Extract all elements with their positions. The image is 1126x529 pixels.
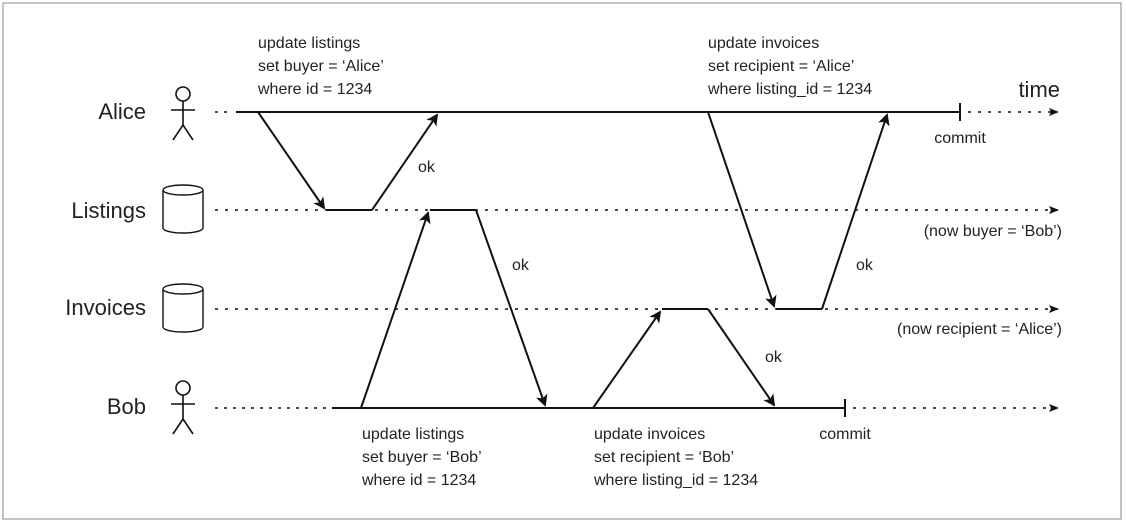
arrow-alice-to-invoices	[707, 111, 777, 308]
note-line: where id = 1234	[361, 472, 476, 489]
ok-label-invoices-alice: ok	[856, 257, 874, 274]
timeline-alice	[215, 103, 1059, 121]
arrow-listings-ok-bob	[475, 209, 548, 407]
person-icon-bob	[171, 380, 195, 435]
note-line: set buyer = ‘Alice’	[258, 58, 384, 75]
lane-label-listings: Listings	[71, 198, 146, 223]
note-line: where listing_id = 1234	[593, 472, 758, 489]
commit-label-bob: commit	[819, 426, 871, 443]
database-icon-invoices	[162, 283, 204, 333]
arrow-bob-to-listings	[360, 211, 431, 409]
ok-label-listings-bob: ok	[512, 257, 530, 274]
note-alice-invoices-update: update invoices set recipient = ‘Alice’ …	[707, 35, 872, 98]
note-line: set buyer = ‘Bob’	[362, 449, 482, 466]
note-alice-listings-update: update listings set buyer = ‘Alice’ wher…	[257, 35, 384, 98]
ok-label-invoices-bob: ok	[765, 349, 783, 366]
note-line: where id = 1234	[257, 81, 372, 98]
note-line: update listings	[362, 426, 464, 443]
lane-label-invoices: Invoices	[65, 295, 146, 320]
note-line: where listing_id = 1234	[707, 81, 872, 98]
database-icon-listings	[162, 184, 204, 234]
commit-label-alice: commit	[934, 130, 986, 147]
arrow-invoices-ok-alice	[821, 113, 890, 310]
note-line: update invoices	[594, 426, 705, 443]
final-state-invoices: (now recipient = ‘Alice’)	[897, 321, 1062, 338]
arrow-alice-to-listings	[257, 111, 326, 210]
ok-label-listings-alice: ok	[418, 159, 436, 176]
note-line: set recipient = ‘Alice’	[708, 58, 854, 75]
note-bob-listings-update: update listings set buyer = ‘Bob’ where …	[361, 426, 482, 489]
arrow-bob-to-invoices	[592, 310, 662, 409]
message-arrows	[257, 111, 890, 409]
timeline-bob	[215, 399, 1059, 417]
time-axis-label: time	[1018, 77, 1060, 102]
lane-label-alice: Alice	[98, 99, 146, 124]
note-bob-invoices-update: update invoices set recipient = ‘Bob’ wh…	[593, 426, 758, 489]
arrow-invoices-ok-bob	[707, 308, 776, 407]
final-state-listings: (now buyer = ‘Bob’)	[924, 223, 1062, 240]
note-line: set recipient = ‘Bob’	[594, 449, 734, 466]
person-icon-alice	[171, 86, 195, 141]
arrow-listings-ok-alice	[371, 113, 439, 211]
lane-label-bob: Bob	[107, 394, 146, 419]
note-line: update invoices	[708, 35, 819, 52]
note-line: update listings	[258, 35, 360, 52]
diagram-frame	[2, 2, 1122, 520]
